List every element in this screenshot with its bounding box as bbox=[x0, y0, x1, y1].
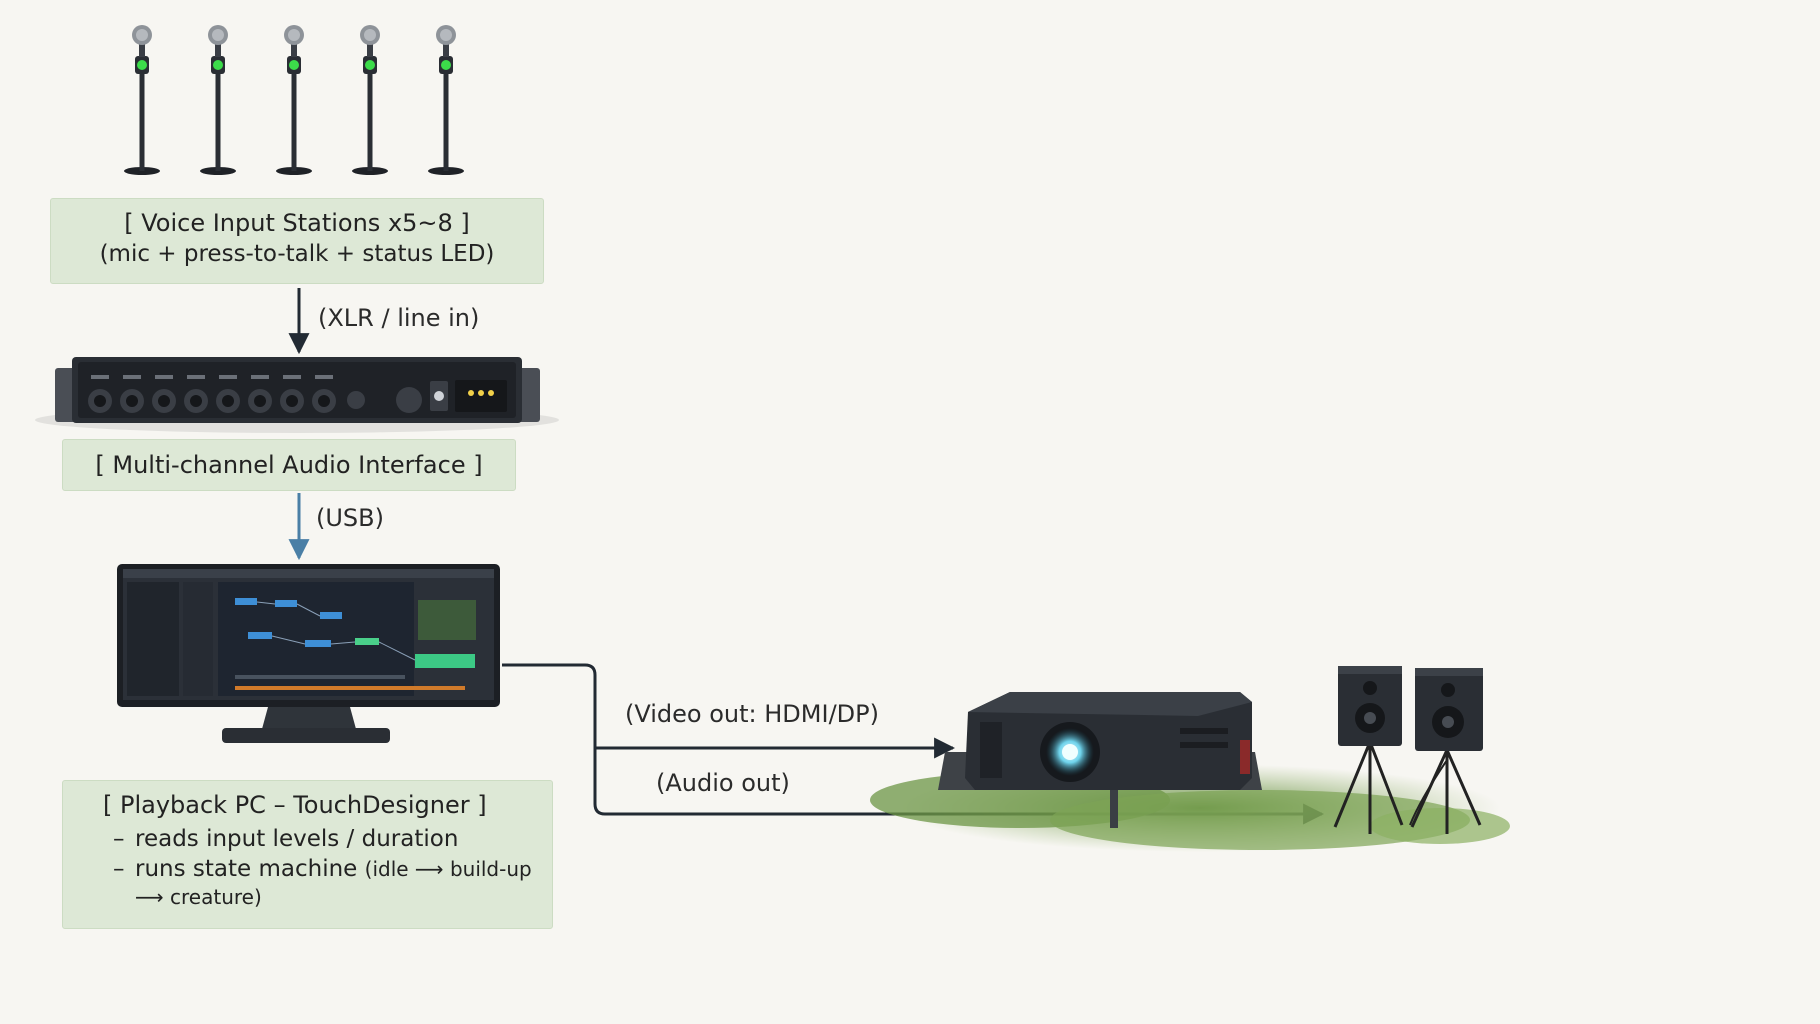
status-led-1 bbox=[468, 390, 474, 396]
microphone-stand bbox=[428, 25, 464, 175]
microphone-stand bbox=[352, 25, 388, 175]
channel-label-strip bbox=[283, 375, 301, 379]
microphone-stand bbox=[124, 25, 160, 175]
channel-label-strip bbox=[187, 375, 205, 379]
bullet-dash: – bbox=[113, 856, 125, 882]
projector-device bbox=[938, 692, 1262, 828]
status-led-2 bbox=[478, 390, 484, 396]
input-jack-socket bbox=[158, 395, 170, 407]
control-knob bbox=[347, 391, 365, 409]
audio-interface-box: [ Multi-channel Audio Interface ] bbox=[62, 439, 516, 491]
input-jack-socket bbox=[190, 395, 202, 407]
audio-interface-title: [ Multi-channel Audio Interface ] bbox=[95, 451, 483, 479]
playback-pc-title: [ Playback PC – TouchDesigner ] bbox=[103, 791, 487, 819]
channel-label-strip bbox=[251, 375, 269, 379]
input-jack-socket bbox=[94, 395, 106, 407]
input-jack-socket bbox=[318, 395, 330, 407]
speaker-pair bbox=[1333, 666, 1483, 834]
input-jack-socket bbox=[286, 395, 298, 407]
input-jack-socket bbox=[222, 395, 234, 407]
microphone-group bbox=[124, 25, 464, 175]
video-out-arrow bbox=[502, 663, 956, 759]
bullet-item: – runs state machine (idle ⟶ build-up bbox=[63, 854, 552, 884]
xlr-label: (XLR / line in) bbox=[318, 304, 480, 332]
video-out-label: (Video out: HDMI/DP) bbox=[625, 700, 879, 728]
channel-label-strip bbox=[155, 375, 173, 379]
input-jack-socket bbox=[126, 395, 138, 407]
audio-out-arrow bbox=[593, 748, 1325, 825]
bullet-dash: – bbox=[113, 826, 125, 852]
microphone-stand bbox=[276, 25, 312, 175]
playback-pc-bullets: – reads input levels / duration – runs s… bbox=[63, 824, 552, 910]
bullet-1-text: reads input levels / duration bbox=[135, 826, 459, 852]
usb-label: (USB) bbox=[316, 504, 384, 532]
input-jack-row bbox=[88, 375, 422, 413]
channel-label-strip bbox=[219, 375, 237, 379]
voice-stations-subtitle: (mic + press-to-talk + status LED) bbox=[99, 241, 495, 267]
bullet-2-detail: (idle ⟶ build-up bbox=[364, 857, 532, 881]
bullet-continuation: ⟶ creature) bbox=[63, 884, 552, 910]
channel-label-strip bbox=[123, 375, 141, 379]
audio-out-label: (Audio out) bbox=[656, 769, 790, 797]
bullet-2-continuation: ⟶ creature) bbox=[135, 885, 262, 909]
bullet-item: – reads input levels / duration bbox=[63, 824, 552, 854]
voice-stations-title: [ Voice Input Stations x5~8 ] bbox=[124, 209, 470, 237]
channel-label-strip bbox=[315, 375, 333, 379]
status-led-3 bbox=[488, 390, 494, 396]
input-jack-socket bbox=[254, 395, 266, 407]
audio-interface-device bbox=[35, 357, 559, 433]
channel-label-strip bbox=[91, 375, 109, 379]
voice-stations-box: [ Voice Input Stations x5~8 ] (mic + pre… bbox=[50, 198, 544, 284]
playback-pc-box: [ Playback PC – TouchDesigner ] – reads … bbox=[62, 780, 553, 929]
control-knob bbox=[396, 387, 422, 413]
microphone-stand bbox=[200, 25, 236, 175]
playback-monitor bbox=[117, 564, 500, 743]
bullet-2-text: runs state machine bbox=[135, 856, 358, 882]
